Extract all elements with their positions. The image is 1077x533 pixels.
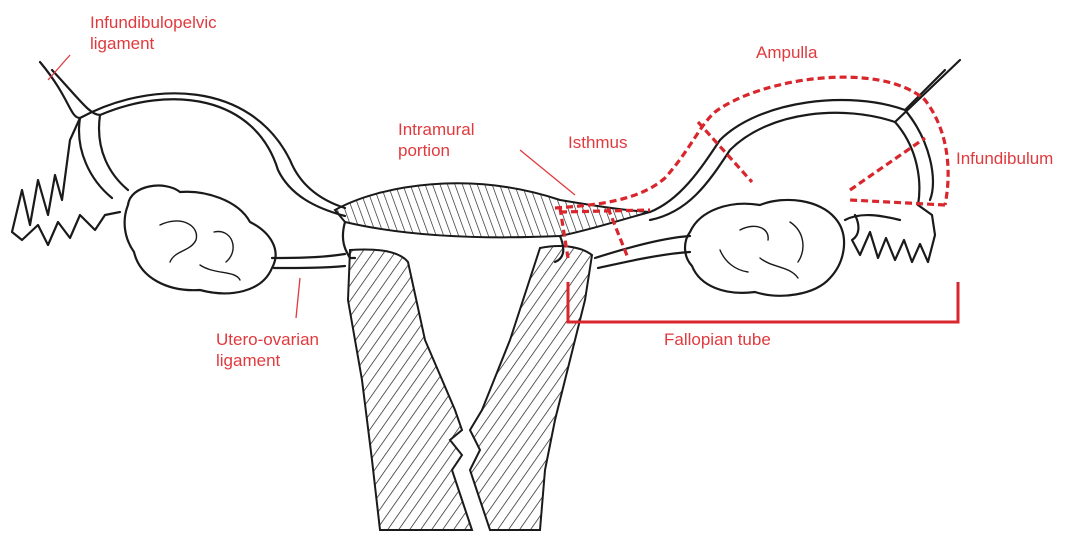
label-isthmus: Isthmus [568,132,628,153]
fallopian-tube-bracket [568,282,958,322]
label-infundibulum: Infundibulum [956,148,1053,169]
ampulla-infundibulum-divider [850,138,925,190]
left-fimbriae [12,118,120,245]
label-fallopian-tube: Fallopian tube [664,329,771,350]
label-ampulla: Ampulla [756,42,817,63]
label-infundibulopelvic-line2: ligament [90,33,217,54]
label-infundibulopelvic-line1: Infundibulopelvic [90,12,217,33]
label-infundibulum-text: Infundibulum [956,149,1053,168]
right-ovary [685,200,844,296]
isthmus-ampulla-divider [698,122,752,182]
leader-utero-ovarian [296,278,300,318]
right-fallopian-tube [595,60,960,268]
right-fimbriae [845,205,935,262]
label-intramural-line2: portion [398,140,475,161]
label-fallopian-tube-text: Fallopian tube [664,330,771,349]
label-utero-ovarian-line2: ligament [216,350,319,371]
cervix-left-wall [348,250,472,531]
label-ampulla-text: Ampulla [756,43,817,62]
uterine-fundus [335,183,650,237]
label-infundibulopelvic-ligament: Infundibulopelvic ligament [90,12,217,54]
label-intramural-portion: Intramural portion [398,119,475,161]
label-utero-ovarian-ligament: Utero-ovarian ligament [216,329,319,371]
cervix-right-wall [470,246,592,530]
label-isthmus-text: Isthmus [568,133,628,152]
leader-intramural [520,150,575,195]
left-utero-ovarian-ligament-drawing [272,254,345,268]
left-ovary [125,186,276,294]
label-intramural-line1: Intramural [398,119,475,140]
label-utero-ovarian-line1: Utero-ovarian [216,329,319,350]
